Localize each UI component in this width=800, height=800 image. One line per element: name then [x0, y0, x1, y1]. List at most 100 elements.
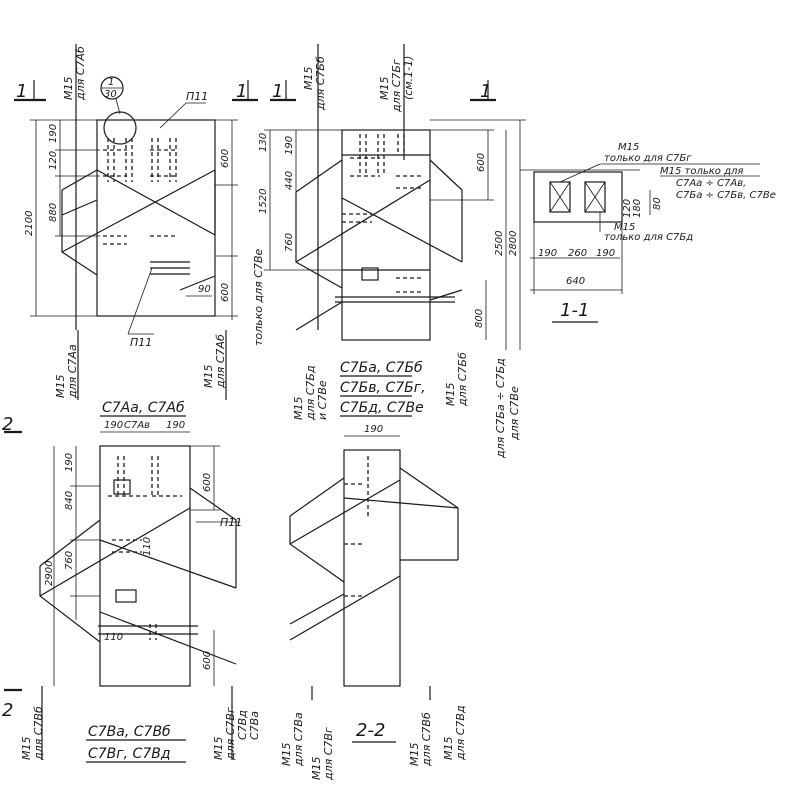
label-p11-bottom: П11	[130, 336, 152, 349]
label-c7va: С7Ва	[248, 711, 261, 740]
dim-v-840: 840	[64, 491, 75, 510]
detail-number: 1	[108, 77, 114, 88]
dim-11-180: 180	[632, 199, 643, 218]
dim-b-2500: 2500	[494, 231, 505, 256]
label-dlya-c7aa: для С7Аа	[66, 344, 79, 399]
dim-11-80: 80	[652, 197, 663, 210]
dim-v-110b: 110	[104, 632, 123, 643]
label-p11-top: П11	[186, 90, 208, 103]
dim-a-90: 90	[198, 284, 211, 295]
view-c7v: 2 2 190 190 2900 190 840 760 110 110	[2, 414, 261, 763]
label-m15-22-d: М15	[442, 737, 455, 761]
dim-b-190: 190	[284, 136, 295, 155]
caption-b-line2: С7Бв, С7Бг,	[340, 380, 426, 396]
section-mark-1-b-left: 1	[272, 81, 283, 102]
label-dlya-c7bd-2: и С7Ве	[316, 380, 329, 420]
dim-v-2900: 2900	[44, 561, 55, 586]
dim-a-600-bottom: 600	[220, 283, 231, 302]
section-2-2: 190 2-2 М15 для С7Ва М15 для С7Вг М15 дл…	[280, 424, 467, 781]
dim-a-120: 120	[48, 151, 59, 170]
label-dlya-c7b-range: для С7Ба ÷ С7Бд	[494, 358, 507, 459]
dim-v-600-bottom: 600	[202, 651, 213, 670]
dim-b-440: 440	[284, 171, 295, 190]
dim-v-600-top: 600	[202, 473, 213, 492]
s11-m15: М15	[618, 142, 639, 153]
label-dlya-c7vg: для С7Вг	[224, 707, 237, 761]
label-m15-22-c: М15	[408, 743, 421, 767]
dim-b-1520: 1520	[258, 189, 269, 214]
label-dlya-c7ab-bottom: для С7Аб	[214, 334, 227, 389]
dim-b-800: 800	[474, 309, 485, 328]
dim-b-600: 600	[476, 153, 487, 172]
caption-v-line1: С7Ва, С7Вб	[88, 724, 171, 740]
dim-w-190: 190	[364, 424, 383, 435]
label-dlya-c7bb: для С7Бб	[314, 56, 327, 111]
label-m15-b-bottom-right: М15	[444, 383, 457, 407]
label-m15-b-top2: М15	[378, 77, 391, 101]
dim-v-110a: 110	[142, 537, 153, 556]
s11-tolko-c7bg: только для С7Бг	[604, 153, 692, 164]
detail-sheet: 30	[104, 89, 117, 100]
label-see-1-1: (см.1-1)	[402, 56, 415, 100]
dim-v-760: 760	[64, 551, 75, 570]
label-dlya-c7bb-bottom: для С7Бб	[456, 352, 469, 407]
caption-a-line2: С7Ав	[124, 420, 150, 431]
s22-title: 2-2	[356, 720, 385, 741]
label-c7vd: С7Вд	[236, 710, 249, 740]
label-m15-a-bottom-left: М15	[54, 375, 67, 399]
dim-b-130: 130	[258, 133, 269, 152]
label-dlya-c7vb: для С7Вб	[32, 706, 45, 761]
section-mark-1-right: 1	[236, 81, 247, 102]
section-mark-2-top: 2	[2, 414, 13, 435]
s11-tolko-c7bd: только для С7Бд	[604, 232, 693, 243]
caption-b-line3: С7Бд, С7Ве	[340, 400, 424, 416]
dim-b-760: 760	[284, 233, 295, 252]
section-mark-2-bottom: 2	[2, 700, 13, 721]
label-dlya-c7ab-top: для С7Аб	[74, 46, 87, 101]
label-m15-b-top: М15	[302, 67, 315, 91]
label-dlya-c7vb-22: для С7Вб	[420, 712, 433, 767]
s11-range1: С7Аа ÷ С7Ав,	[676, 178, 746, 189]
caption-b-line1: С7Ба, С7Бб	[340, 360, 423, 376]
dim-a-190: 190	[48, 124, 59, 143]
section-1-1: 190 260 190 640 120 180 80 М15 только дл…	[520, 142, 776, 323]
label-dlya-c7vd-22: для С7Вд	[454, 705, 467, 761]
label-dlya-c7vg-22: для С7Вг	[322, 727, 335, 781]
label-m15-v-right: М15	[212, 737, 225, 761]
label-dlya-c7bg-top: для С7Бг	[390, 59, 403, 113]
section-mark-1-left: 1	[16, 81, 27, 102]
view-c7b: 1 1 М15 для С7Бб М15 для С7Бг (см.1-1) 1…	[252, 44, 526, 459]
dim-a-600-top: 600	[220, 149, 231, 168]
dim-a-2100: 2100	[24, 211, 35, 236]
caption-a-line1: С7Аа, С7Аб	[102, 400, 185, 416]
dim-b-2800: 2800	[508, 231, 519, 256]
dim-11-190b: 190	[596, 248, 615, 259]
label-p11-v: П11	[220, 516, 242, 529]
dim-a-880: 880	[48, 203, 59, 222]
dim-11-190a: 190	[538, 248, 557, 259]
label-dlya-c7bd-1: для С7Бд	[304, 365, 317, 421]
dim-v-190a: 190	[104, 420, 123, 431]
label-tolko-c7ve: только для С7Ве	[252, 249, 265, 346]
label-dlya-c7va: для С7Ва	[292, 712, 305, 767]
caption-v-line2: С7Вг, С7Вд	[88, 746, 171, 762]
dim-v-190b: 190	[166, 420, 185, 431]
dim-v-190c: 190	[64, 453, 75, 472]
s11-m15-c: М15	[614, 222, 635, 233]
s11-m15-tolko2: М15 только для	[660, 166, 743, 177]
label-m15-v-left: М15	[20, 737, 33, 761]
label-m15-a-bottom-right: М15	[202, 365, 215, 389]
s11-range2: С7Ба ÷ С7Бв, С7Ве	[676, 190, 776, 201]
label-m15-22-b: М15	[310, 757, 323, 781]
dim-11-260: 260	[568, 248, 587, 259]
dim-11-640: 640	[566, 276, 585, 287]
view-c7a: 1 1 М15 для С7Аб 1 30 П11	[14, 44, 258, 431]
label-dlya-c7ve: для С7Ве	[508, 386, 521, 441]
section-mark-1-b-right: 1	[480, 81, 491, 102]
label-m15-b-bottom: М15	[292, 397, 305, 421]
label-m15-a-top: М15	[62, 77, 75, 101]
s11-title: 1-1	[560, 300, 589, 321]
label-m15-22-a: М15	[280, 743, 293, 767]
dim-11-120: 120	[622, 199, 633, 218]
